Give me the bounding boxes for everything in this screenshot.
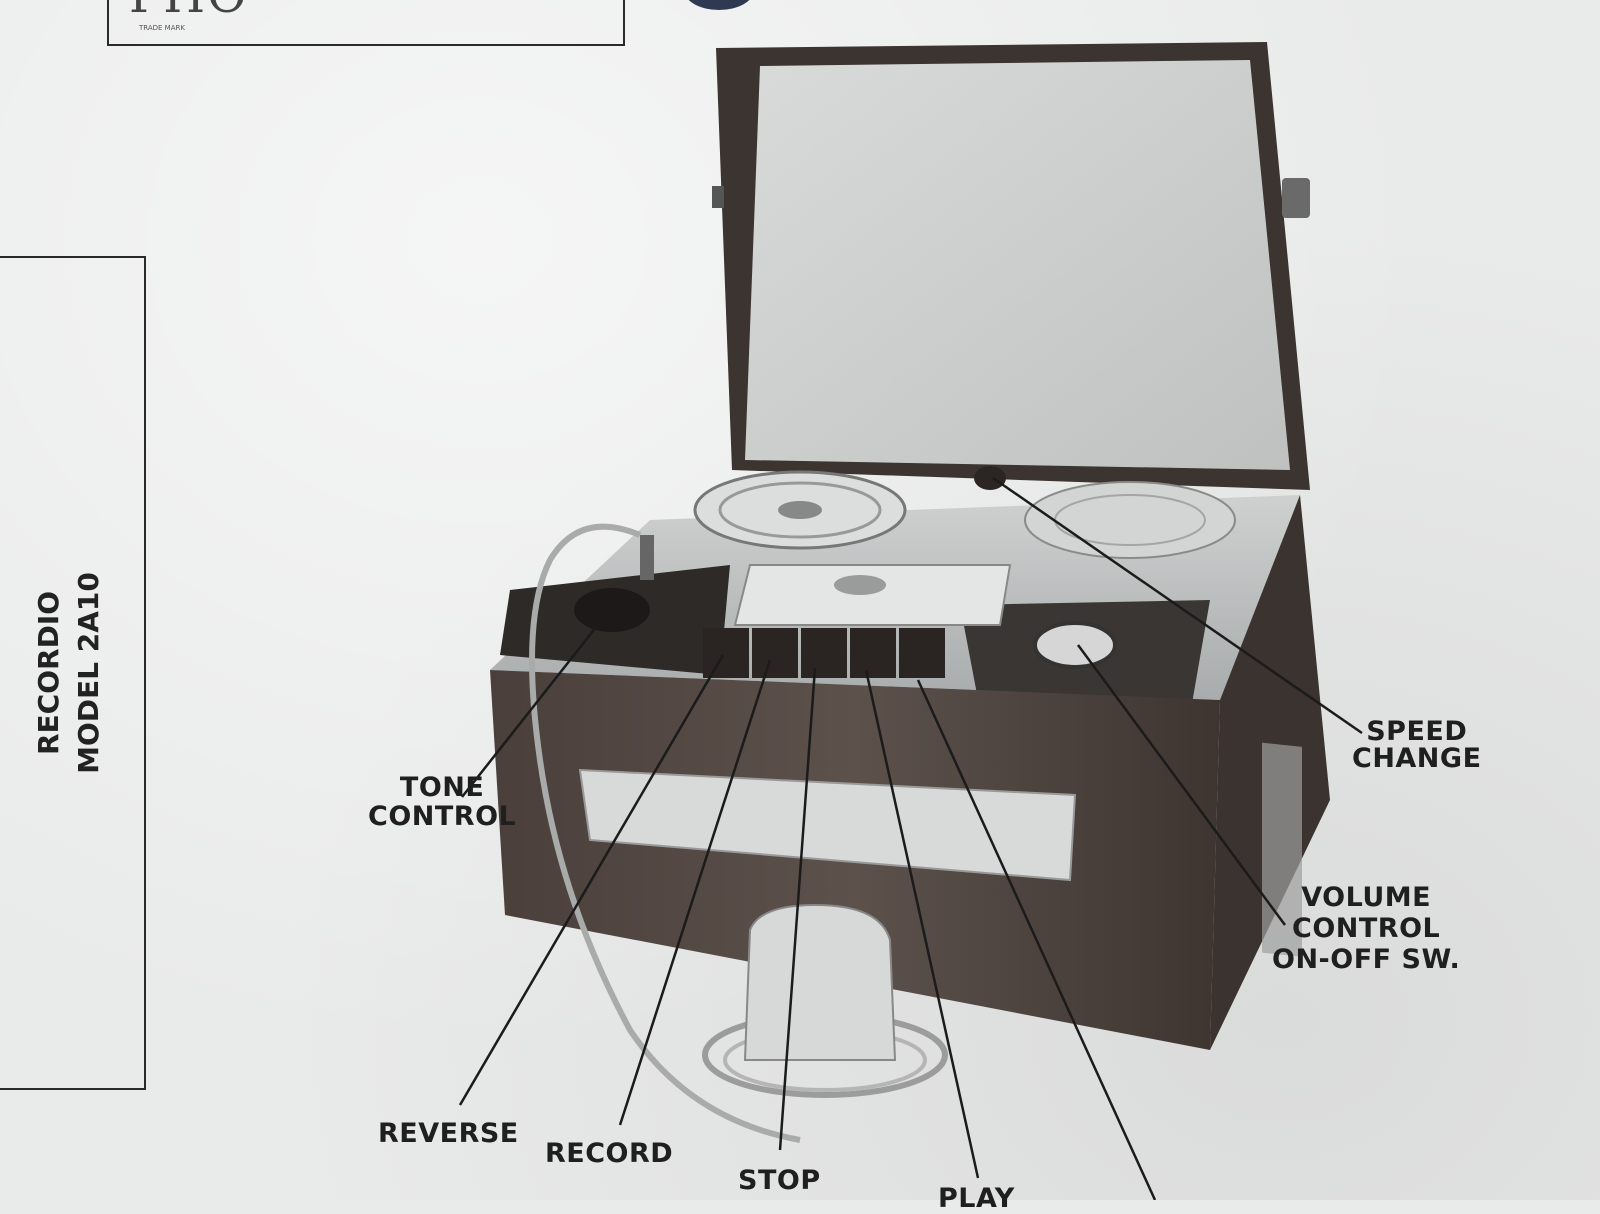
callout-volume-control: VOLUME CONTROL ON-OFF SW.: [1272, 882, 1460, 975]
callout-speed-change: SPEED CHANGE: [1352, 718, 1482, 772]
volume-knob: [1033, 621, 1117, 669]
callout-leader-lines: [458, 476, 1363, 1200]
callout-play: PLAY: [938, 1183, 1015, 1214]
speed-change-line1: SPEED: [1366, 716, 1468, 747]
left-reel: [693, 470, 907, 550]
lid: [712, 42, 1310, 490]
handle-bar: [578, 768, 1077, 882]
push-buttons: [703, 628, 945, 678]
tone-control-line1: TONE: [399, 772, 485, 803]
callout-reverse: REVERSE: [378, 1118, 519, 1149]
tone-knob: [574, 588, 650, 632]
volume-control-line1: VOLUME: [1301, 882, 1432, 913]
mic-cable: [529, 523, 801, 1143]
header-emblem: [684, 0, 754, 10]
callout-record: RECORD: [545, 1138, 674, 1169]
header-logo-box: PHO TRADE MARK: [107, 0, 625, 46]
tone-control-line2: CONTROL: [368, 801, 517, 832]
microphone: [702, 903, 948, 1098]
callout-stop: STOP: [738, 1165, 821, 1196]
head-cover: [733, 564, 1012, 626]
callout-tone-control: TONE CONTROL: [368, 773, 516, 831]
mic-jack: [640, 535, 654, 580]
volume-control-line2: CONTROL: [1292, 913, 1441, 944]
speed-knob: [974, 466, 1006, 490]
trademark-label: TRADE MARK: [139, 24, 185, 32]
cabinet-front: [490, 495, 1330, 1050]
right-reel: [1024, 481, 1236, 559]
header-logo-text: PHO: [129, 0, 249, 24]
volume-control-line3: ON-OFF SW.: [1272, 944, 1461, 975]
model-side-panel: RECORDIO MODEL 2A10: [0, 256, 146, 1090]
speed-change-line2: CHANGE: [1352, 743, 1482, 774]
head-cover-emblem: [834, 575, 886, 595]
